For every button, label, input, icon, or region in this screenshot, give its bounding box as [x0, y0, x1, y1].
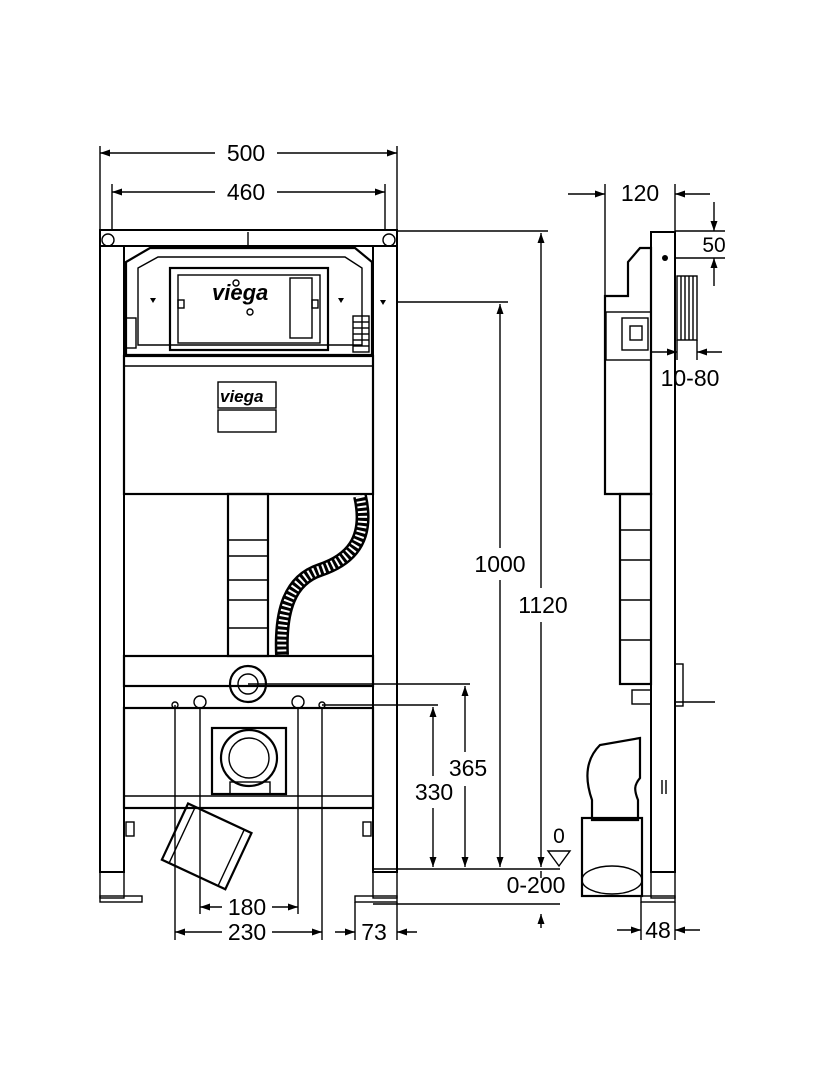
dim-width-inner: 460 — [227, 179, 265, 205]
flexible-hose — [274, 494, 370, 656]
label-plate — [217, 381, 277, 409]
dim-depth-frame: 120 — [621, 180, 659, 206]
dim-height-supply: 330 — [415, 779, 453, 805]
dim-drain-spacing-inner: 180 — [228, 894, 266, 920]
dim-wall-adjust: 10-80 — [661, 365, 720, 391]
drain-outlet-side — [580, 816, 644, 898]
viega-logo-top: viega — [212, 280, 268, 305]
left-frame-post — [99, 231, 125, 873]
cistern-side — [603, 246, 653, 496]
side-view — [580, 231, 715, 903]
side-frame-post — [650, 231, 676, 873]
dim-height-actuator: 1000 — [474, 551, 525, 577]
front-view: viega viega — [99, 229, 398, 903]
crossbar — [122, 654, 375, 688]
viega-logo-plate: viega — [220, 387, 263, 406]
side-dimensions: 120 50 10-80 48 — [568, 180, 726, 943]
dim-top-offset: 50 — [702, 234, 725, 257]
drain-bend-side — [586, 736, 642, 822]
flush-pipe — [226, 492, 270, 658]
dim-foot-offset: 73 — [361, 919, 387, 945]
dim-foot-depth: 48 — [645, 917, 671, 943]
drain-connector — [210, 726, 288, 796]
dim-drain-spacing-outer: 230 — [228, 919, 266, 945]
dim-height-drain: 365 — [449, 755, 487, 781]
dim-width-outer: 500 — [227, 140, 265, 166]
dim-foot-range: 0-200 — [507, 872, 566, 898]
flush-pipe-side — [618, 492, 653, 686]
dim-floor-zero: 0 — [553, 825, 565, 848]
floor-level-icon — [546, 850, 572, 868]
cistern-actuator: viega — [124, 232, 386, 357]
wall-bracket — [676, 275, 698, 341]
pan-support — [122, 706, 375, 810]
dim-height-total: 1120 — [518, 592, 567, 618]
right-frame-post — [372, 231, 398, 873]
front-dimensions: 500 460 1120 1000 365 330 0 0-200 — [99, 140, 572, 945]
cistern-body — [122, 354, 375, 496]
